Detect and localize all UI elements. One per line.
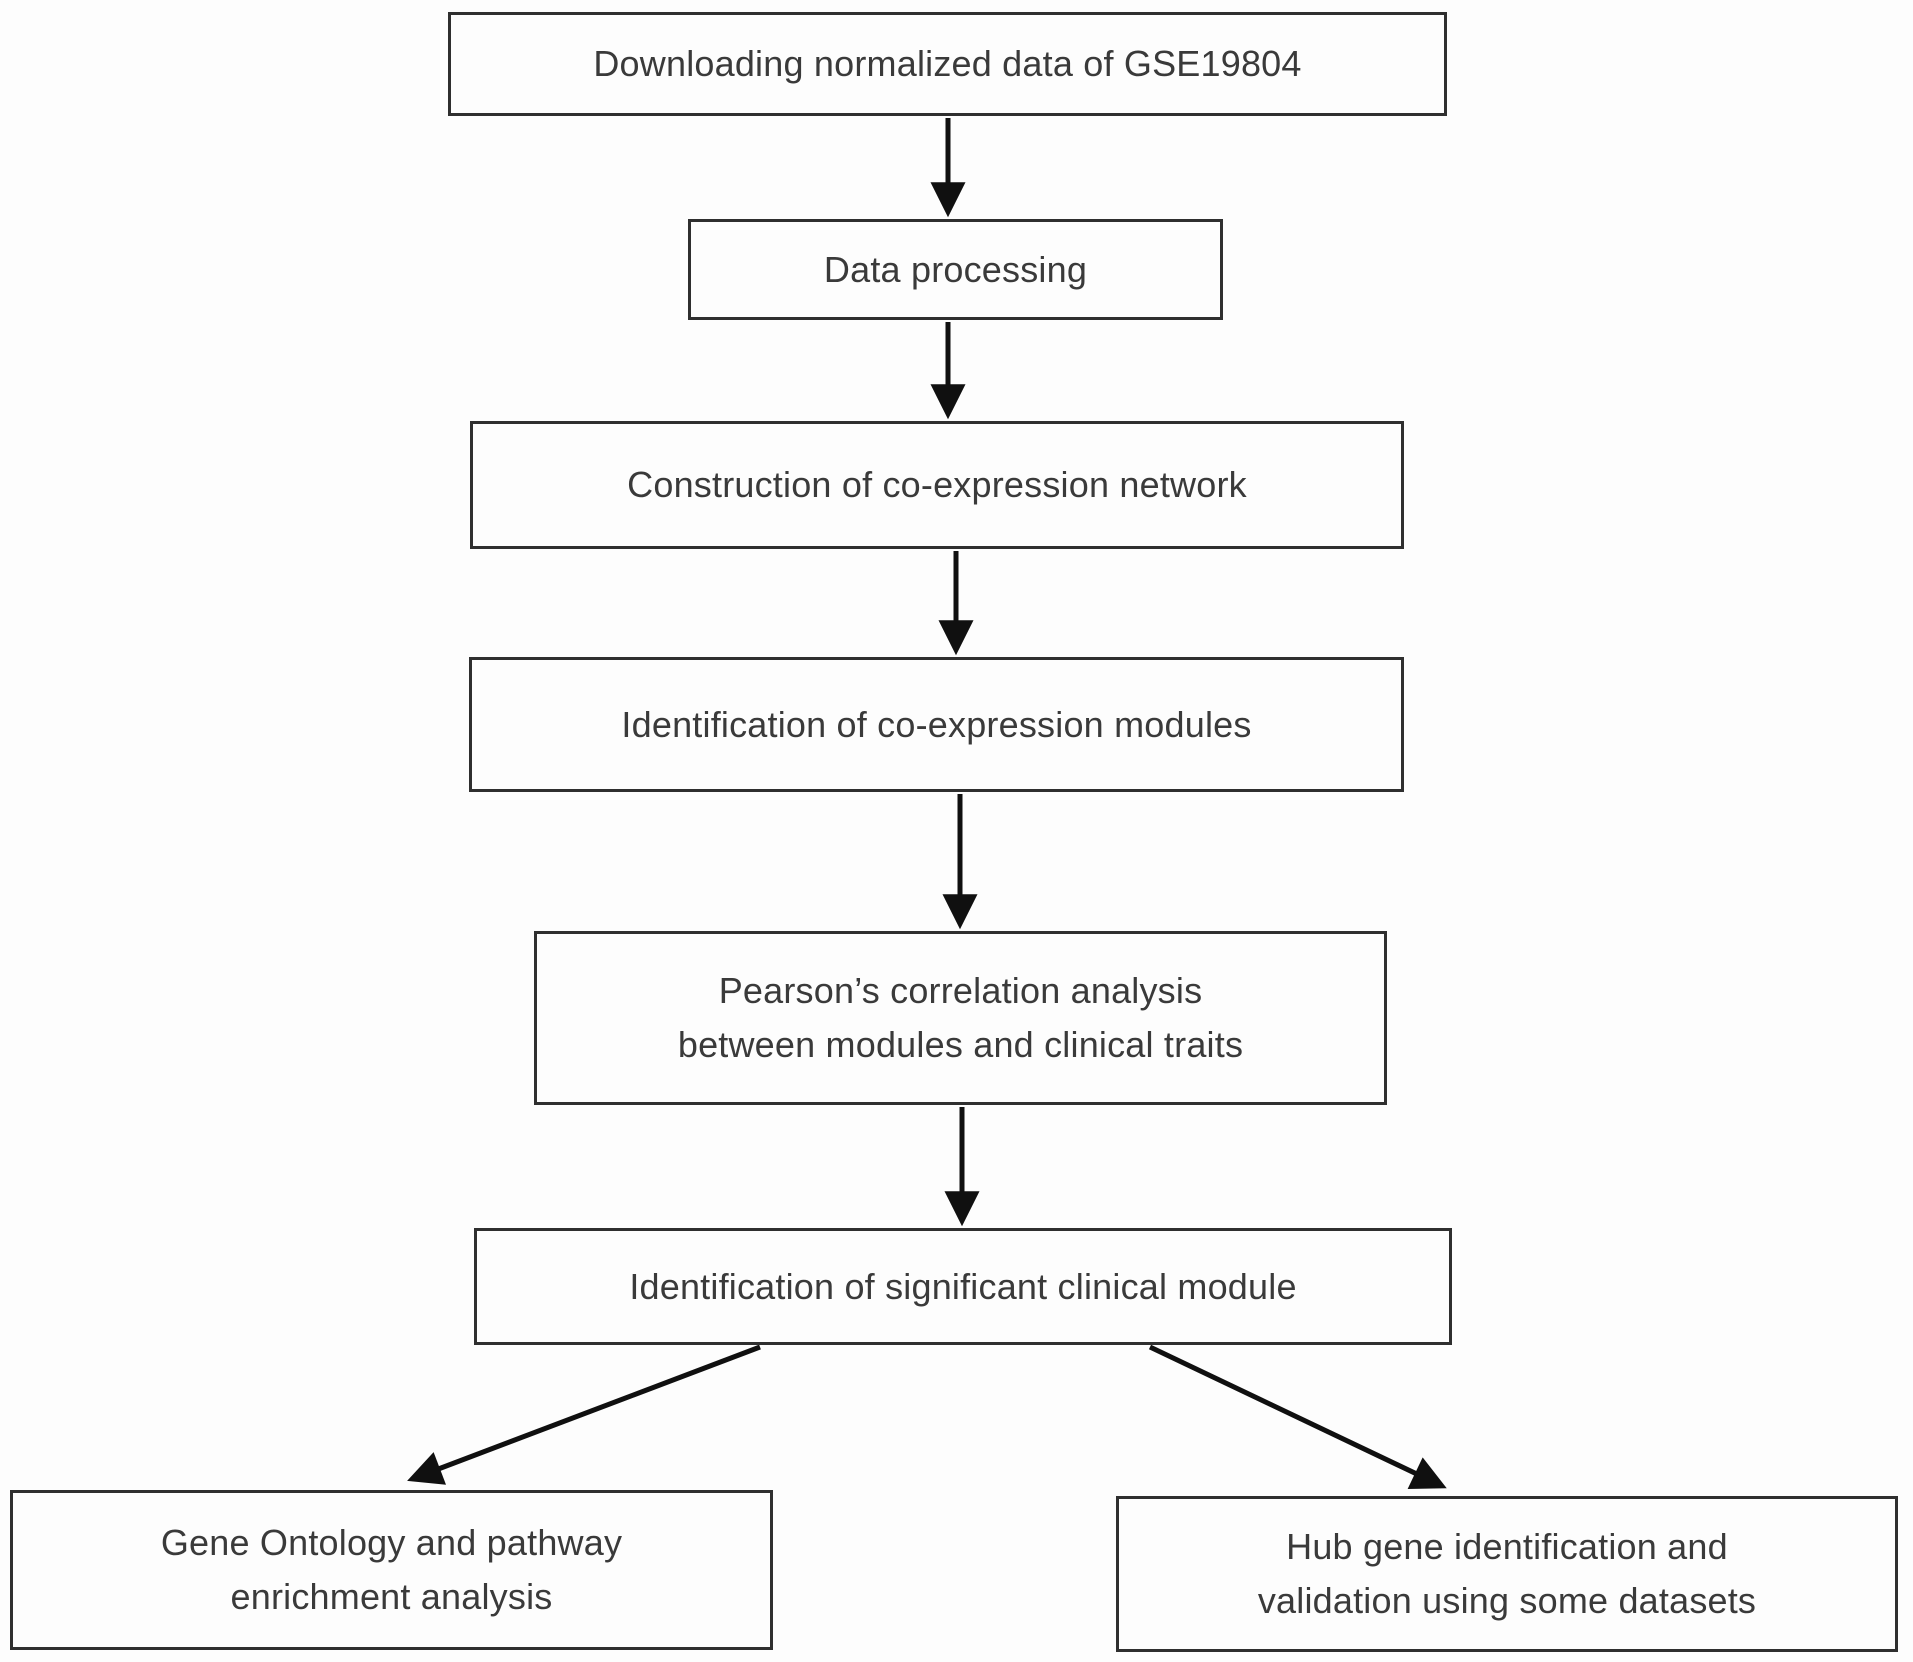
node-label-line1: Pearson’s correlation analysis: [718, 970, 1203, 1011]
node-label-line2: validation using some datasets: [1257, 1580, 1757, 1621]
node-construction-coexpression-network: Construction of co-expression network: [470, 421, 1404, 549]
arrow-clinical-module-to-go-pathway: [407, 1344, 761, 1485]
node-identification-significant-clinical-module: Identification of significant clinical m…: [474, 1228, 1452, 1345]
node-label: Pearson’s correlation analysis between m…: [678, 964, 1243, 1072]
node-label: Hub gene identification and validation u…: [1258, 1520, 1756, 1628]
node-label-line1: Gene Ontology and pathway: [160, 1522, 623, 1563]
node-label: Identification of significant clinical m…: [629, 1265, 1297, 1307]
node-label: Construction of co-expression network: [627, 464, 1247, 505]
node-label-line2: enrichment analysis: [230, 1576, 553, 1617]
node-label-line1: Hub gene identification and: [1286, 1526, 1728, 1567]
node-label-line2: between modules and clinical traits: [677, 1024, 1244, 1065]
node-identification-coexpression-modules: Identification of co-expression modules: [469, 657, 1404, 792]
node-pearson-correlation-analysis: Pearson’s correlation analysis between m…: [534, 931, 1387, 1105]
node-label: Downloading normalized data of GSE19804: [593, 43, 1302, 84]
node-label: Gene Ontology and pathway enrichment ana…: [161, 1516, 622, 1624]
node-hub-gene-identification-validation: Hub gene identification and validation u…: [1116, 1496, 1898, 1652]
node-data-processing: Data processing: [688, 219, 1223, 320]
node-label: Data processing: [823, 248, 1088, 290]
node-gene-ontology-pathway-enrichment: Gene Ontology and pathway enrichment ana…: [10, 1490, 773, 1650]
node-label: Identification of co-expression modules: [621, 703, 1252, 745]
arrow-clinical-module-to-hub-gene: [1148, 1344, 1447, 1490]
node-download-normalized-data: Downloading normalized data of GSE19804: [448, 12, 1447, 116]
